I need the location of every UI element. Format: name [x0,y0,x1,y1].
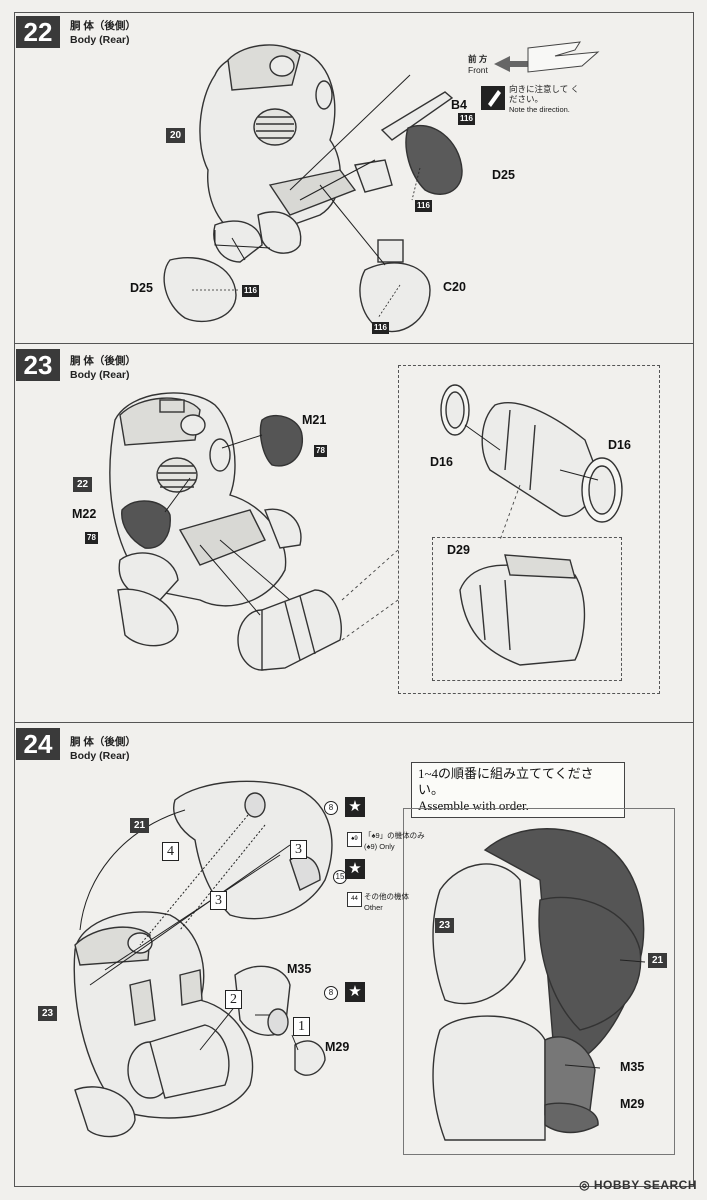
step-23-title-en: Body (Rear) [70,369,130,381]
paint-code-m22: 78 [85,532,98,544]
step-22-title-en: Body (Rear) [70,34,130,46]
legend-star: ★ [345,859,365,879]
divider-23-24 [14,722,694,723]
detail-tag-23: 23 [435,918,455,933]
paint-code-d25-right: 116 [415,200,432,212]
order-4: 4 [162,842,179,861]
tag-20: 20 [166,128,186,143]
decal-number-mid: 8 [324,986,338,1000]
part-d25-left-label: D25 [130,281,153,295]
step-22-title-jp: 胴 体（後側） [70,20,136,32]
assembly-order-en: Assemble with order. [418,798,529,813]
watermark: ◎ HOBBY SEARCH [579,1178,697,1192]
paint-code-b4: 116 [458,113,475,125]
tag-21: 21 [130,818,150,833]
part-d29-label: D29 [447,543,470,557]
detail-tag-21: 21 [648,953,668,968]
order-2: 2 [225,990,242,1009]
order-3-left: 3 [210,891,227,910]
detail-m35-label: M35 [620,1060,645,1074]
part-m21-label: M21 [302,413,327,427]
order-3-right: 3 [290,840,307,859]
part-d16-right-label: D16 [608,438,631,452]
step-23-title-jp: 胴 体（後側） [70,355,136,367]
legend-icon-other: 44 [347,892,362,907]
part-m22-label: M22 [72,507,97,521]
direction-note-en: Note the direction. [509,105,570,114]
assembly-order-jp: 1~4の順番に組み立ててください。 [418,766,594,797]
step-24-number: 24 [16,728,60,760]
divider-22-23 [14,343,694,344]
detail-box-d16 [398,365,660,694]
part-b4-label: B4 [451,98,467,112]
decal-number-side: 15 [333,870,347,884]
legend-only-jp: 「♠9」の機体のみ [364,831,425,840]
part-m29-label: M29 [325,1040,350,1054]
step-24-title-jp: 胴 体（後側） [70,736,136,748]
part-d16-left-label: D16 [430,455,453,469]
star-mark-top: ★ [345,797,365,817]
paint-code-m21: 78 [314,445,327,457]
detail-box-d29 [432,537,622,681]
detail-box-completed [403,808,675,1155]
front-label-en: Front [468,65,488,75]
order-1: 1 [293,1017,310,1036]
legend-only-en: (♠9) Only [364,842,395,851]
paint-code-c20: 116 [372,322,389,334]
front-label-jp: 前 方 [468,54,488,64]
part-c20-label: C20 [443,280,466,294]
legend-icon-only: ♠9 [347,832,362,847]
watermark-icon: ◎ [579,1178,594,1192]
star-mark-mid: ★ [345,982,365,1002]
decal-number-top: 8 [324,801,338,815]
legend-other-jp: その他の機体 [364,892,409,901]
part-d25-right-label: D25 [492,168,515,182]
step-22-number: 22 [16,16,60,48]
tag-22: 22 [73,477,93,492]
detail-m29-label: M29 [620,1097,645,1111]
part-m35-label: M35 [287,962,312,976]
tag-23: 23 [38,1006,58,1021]
watermark-text: HOBBY SEARCH [593,1178,697,1192]
page-frame [14,12,694,1187]
paint-code-d25-left: 116 [242,285,259,297]
legend-other-en: Other [364,903,383,912]
step-23-number: 23 [16,349,60,381]
direction-note-jp: 向きに注意して ください。 [509,84,580,104]
step-24-title-en: Body (Rear) [70,750,130,762]
